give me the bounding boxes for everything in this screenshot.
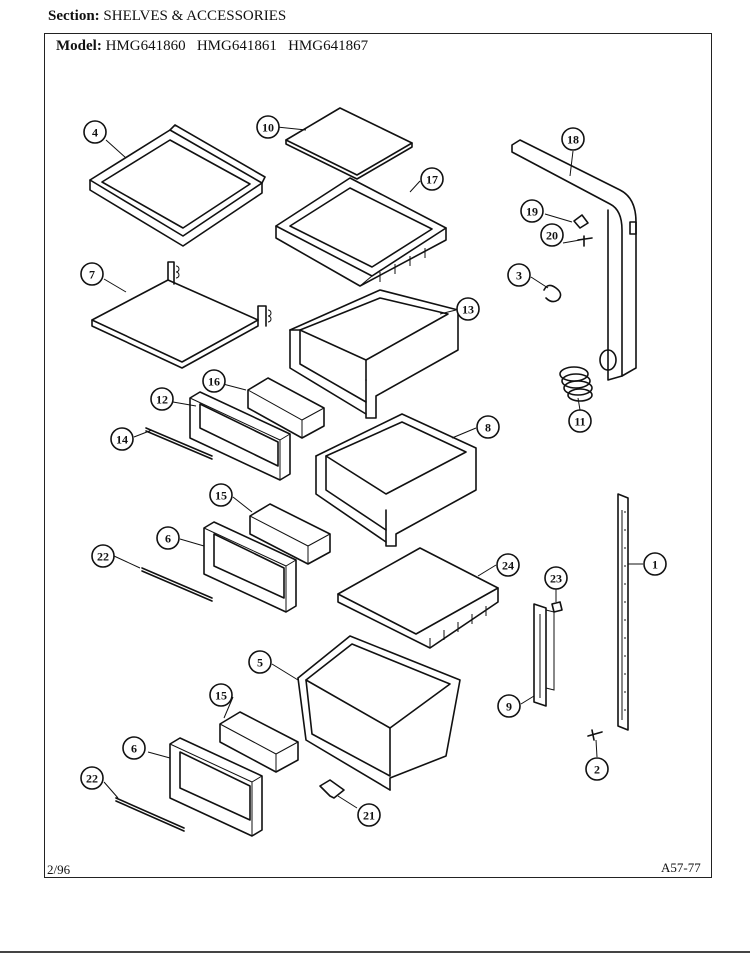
callout-16: 16: [202, 369, 226, 393]
part-drawer-front-6-lower: [169, 737, 263, 837]
diagram-frame: [44, 33, 712, 878]
part-screw: [577, 235, 593, 247]
callout-label: 17: [426, 173, 438, 187]
callout-label: 19: [526, 205, 538, 219]
part-crisper-drawer-upper: [289, 289, 459, 419]
part-drawer-rail-15-lower: [219, 711, 299, 773]
leader-lines: [103, 126, 643, 809]
part-small-ladder: [533, 603, 555, 707]
callout-label: 15: [215, 689, 227, 703]
callout-label: 3: [516, 269, 522, 283]
section-value: SHELVES & ACCESSORIES: [103, 8, 287, 24]
callout-label: 24: [502, 559, 514, 573]
callout-22: 22: [91, 544, 115, 568]
callout-3: 3: [507, 263, 531, 287]
model-label: Model:: [56, 38, 102, 54]
part-crisper-cover: [275, 177, 447, 287]
part-cantilever-shelf: [91, 261, 272, 369]
part-shelf-glass-frame: [89, 124, 266, 247]
callout-8: 8: [476, 415, 500, 439]
callout-label: 10: [262, 121, 274, 135]
part-nut: [551, 601, 563, 613]
callout-label: 6: [165, 532, 171, 546]
section-label: Section:: [48, 8, 100, 24]
model-title: Model: HMG641860 HMG641861 HMG641867: [56, 38, 368, 55]
part-crisper-cover-24: [337, 547, 499, 649]
page-bottom-rule: [0, 951, 750, 953]
callout-18: 18: [561, 127, 585, 151]
callout-24: 24: [496, 553, 520, 577]
callout-label: 6: [131, 742, 137, 756]
part-crisper-drawer-lower: [297, 635, 461, 791]
part-screw-2: [587, 729, 603, 741]
callout-19: 19: [520, 199, 544, 223]
callout-label: 14: [116, 433, 128, 447]
footer-page-code: A57-77: [661, 860, 701, 875]
section-title: Section: SHELVES & ACCESSORIES: [48, 8, 286, 25]
model-value: HMG641860 HMG641861 HMG641867: [105, 38, 369, 54]
callout-label: 21: [363, 809, 375, 823]
callout-label: 23: [550, 572, 562, 586]
callout-label: 13: [462, 303, 474, 317]
callout-label: 16: [208, 375, 220, 389]
callout-label: 9: [506, 700, 512, 714]
part-shelf-ladder: [617, 493, 629, 731]
part-drawer-front-12: [189, 391, 291, 481]
callout-4: 4: [83, 120, 107, 144]
callout-21: 21: [357, 803, 381, 827]
part-drawer-front-6-upper: [203, 521, 297, 613]
callout-7: 7: [80, 262, 104, 286]
callout-label: 15: [215, 489, 227, 503]
callout-15: 15: [209, 683, 233, 707]
callout-label: 5: [257, 656, 263, 670]
callout-label: 18: [567, 133, 579, 147]
part-glass-panel: [285, 107, 413, 180]
callout-9: 9: [497, 694, 521, 718]
part-drawer-rail-15-upper: [249, 503, 331, 565]
part-spring: [559, 366, 593, 402]
callout-12: 12: [150, 387, 174, 411]
callout-label: 7: [89, 268, 95, 282]
callout-15: 15: [209, 483, 233, 507]
callout-1: 1: [643, 552, 667, 576]
callout-13: 13: [456, 297, 480, 321]
part-rod-22-lower: [115, 797, 185, 832]
callout-22: 22: [80, 766, 104, 790]
callout-6: 6: [122, 736, 146, 760]
part-frame-rail: [511, 139, 637, 381]
footer-date: 2/96: [47, 862, 71, 877]
callout-label: 2: [594, 763, 600, 777]
part-crisper-drawer-middle: [315, 413, 477, 547]
callout-label: 12: [156, 393, 168, 407]
callout-label: 22: [97, 550, 109, 564]
callout-label: 20: [546, 229, 558, 243]
callout-label: 8: [485, 421, 491, 435]
callout-20: 20: [540, 223, 564, 247]
callout-5: 5: [248, 650, 272, 674]
callout-6: 6: [156, 526, 180, 550]
callout-label: 11: [574, 415, 585, 429]
callout-17: 17: [420, 167, 444, 191]
callout-14: 14: [110, 427, 134, 451]
callout-11: 11: [568, 409, 592, 433]
part-hinge-clip: [543, 284, 562, 303]
part-rod-14: [145, 427, 213, 460]
callout-10: 10: [256, 115, 280, 139]
part-rod-22-upper: [141, 567, 213, 602]
part-drawer-rail-16: [247, 377, 325, 439]
callout-2: 2: [585, 757, 609, 781]
callout-23: 23: [544, 566, 568, 590]
callout-label: 22: [86, 772, 98, 786]
part-clip: [573, 214, 589, 229]
callout-label: 4: [92, 126, 98, 140]
callout-label: 1: [652, 558, 658, 572]
part-clip-21: [319, 779, 345, 799]
